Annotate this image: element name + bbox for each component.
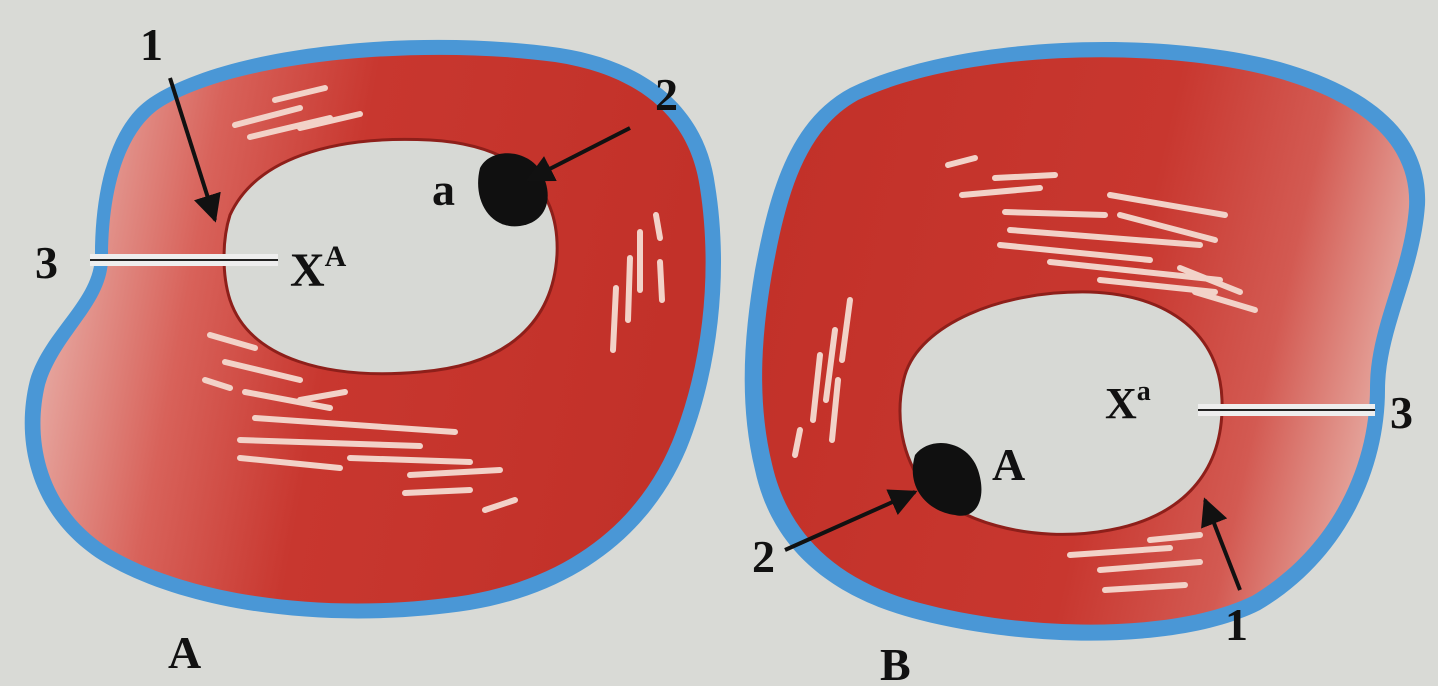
- cell-a-caption: A: [168, 627, 201, 678]
- cell-a-spot-label: a: [432, 164, 455, 215]
- cell-b-label-2: 2: [752, 531, 775, 582]
- cell-a-label-3: 3: [35, 237, 58, 288]
- cell-a-label-2: 2: [655, 69, 678, 120]
- cell-a-center-superscript: A: [325, 240, 347, 273]
- cell-b-spot-label: A: [992, 439, 1025, 490]
- cell-b-caption: B: [880, 639, 911, 686]
- cell-b-center-main: X: [1105, 379, 1137, 428]
- cell-b-label-3: 3: [1390, 387, 1413, 438]
- cell-a-center-main: X: [290, 244, 325, 297]
- cell-b: 1 2 3 A Xa B: [745, 42, 1425, 686]
- cell-a-label-1: 1: [140, 19, 163, 70]
- cell-b-label-1: 1: [1225, 599, 1248, 650]
- cell-a: 1 2 3 a XA A: [25, 19, 721, 678]
- cell-b-center-superscript: a: [1137, 376, 1151, 407]
